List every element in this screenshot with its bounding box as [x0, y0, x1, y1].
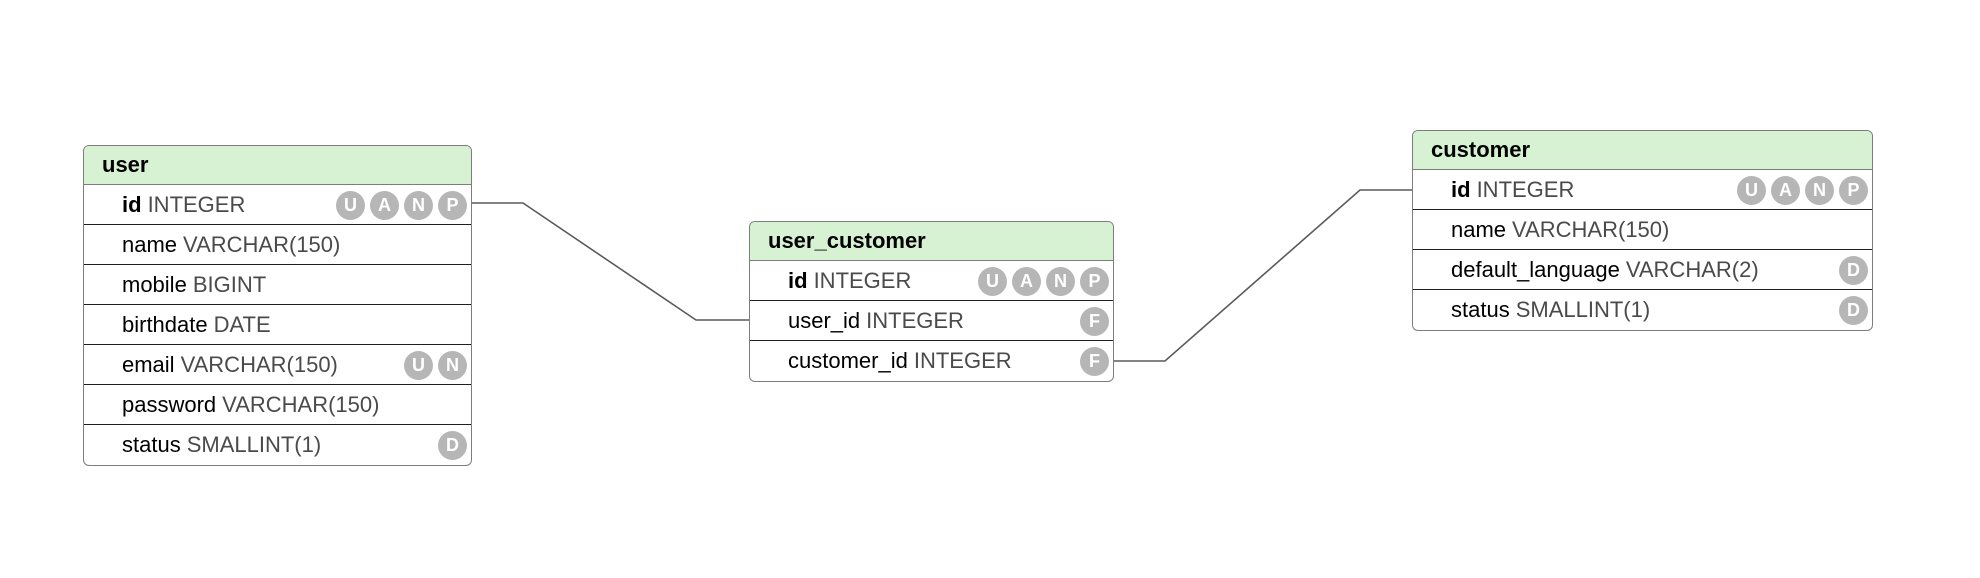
constraint-badge-icon: D [1839, 255, 1868, 285]
constraint-badge-icon: U [1737, 175, 1766, 205]
constraint-badge-icon: U [404, 350, 433, 380]
field-name: name [1451, 217, 1507, 242]
field-name: birthdate [122, 312, 208, 337]
field-type: VARCHAR(150) [180, 352, 338, 377]
constraint-badge-icon: P [1839, 175, 1868, 205]
constraint-badge-icon: D [1839, 295, 1868, 325]
field-name: id [1451, 177, 1471, 202]
field-name: user_id [788, 308, 861, 333]
field-type: VARCHAR(2) [1625, 257, 1759, 282]
relation-line-user-to-user-customer [471, 202, 750, 321]
field-name: name [122, 232, 178, 257]
field-name: customer_id [788, 348, 908, 373]
field-name: id [122, 192, 142, 217]
entity-title: user_customer [750, 222, 1113, 261]
field-type: VARCHAR(150) [1512, 217, 1670, 242]
field-type: INTEGER [1476, 177, 1575, 202]
entity-title: customer [1413, 131, 1872, 170]
constraint-badge-icon: F [1080, 346, 1109, 376]
field-name: mobile [122, 272, 187, 297]
field-name: status [122, 432, 181, 457]
field-type: INTEGER [866, 308, 964, 333]
constraint-badge-icon: F [1080, 306, 1109, 336]
field-constraint-badges: F [1080, 341, 1109, 381]
constraint-badge-icon: N [404, 190, 433, 220]
field-type: INTEGER [147, 192, 246, 217]
field-name: default_language [1451, 257, 1620, 282]
field-type: INTEGER [913, 348, 1012, 373]
constraint-badge-icon: P [438, 190, 467, 220]
field-name: password [122, 392, 217, 417]
field-constraint-badges: D [1839, 250, 1868, 290]
field-type: DATE [213, 312, 271, 337]
field-type: BIGINT [192, 272, 267, 297]
constraint-badge-icon: N [1805, 175, 1834, 205]
constraint-badge-icon: D [438, 430, 467, 460]
field-type: SMALLINT(1) [186, 432, 322, 457]
constraint-badge-icon: A [370, 190, 399, 220]
field-type: INTEGER [813, 268, 912, 293]
field-name: id [788, 268, 808, 293]
constraint-badge-icon: N [438, 350, 467, 380]
field-name: status [1451, 297, 1510, 322]
field-name: email [122, 352, 175, 377]
constraint-badge-icon: U [336, 190, 365, 220]
constraint-badge-icon: A [1012, 266, 1041, 296]
constraint-badge-icon: U [978, 266, 1007, 296]
constraint-badge-icon: N [1046, 266, 1075, 296]
constraint-badge-icon: P [1080, 266, 1109, 296]
constraint-badge-icon: A [1771, 175, 1800, 205]
relation-line-user-customer-to-customer [1113, 189, 1413, 362]
field-type: SMALLINT(1) [1515, 297, 1651, 322]
field-type: VARCHAR(150) [222, 392, 380, 417]
entity-title: user [84, 146, 471, 185]
field-constraint-badges: D [438, 425, 467, 465]
field-constraint-badges: D [1839, 290, 1868, 330]
field-type: VARCHAR(150) [183, 232, 341, 257]
field-constraint-badges: F [1080, 301, 1109, 341]
